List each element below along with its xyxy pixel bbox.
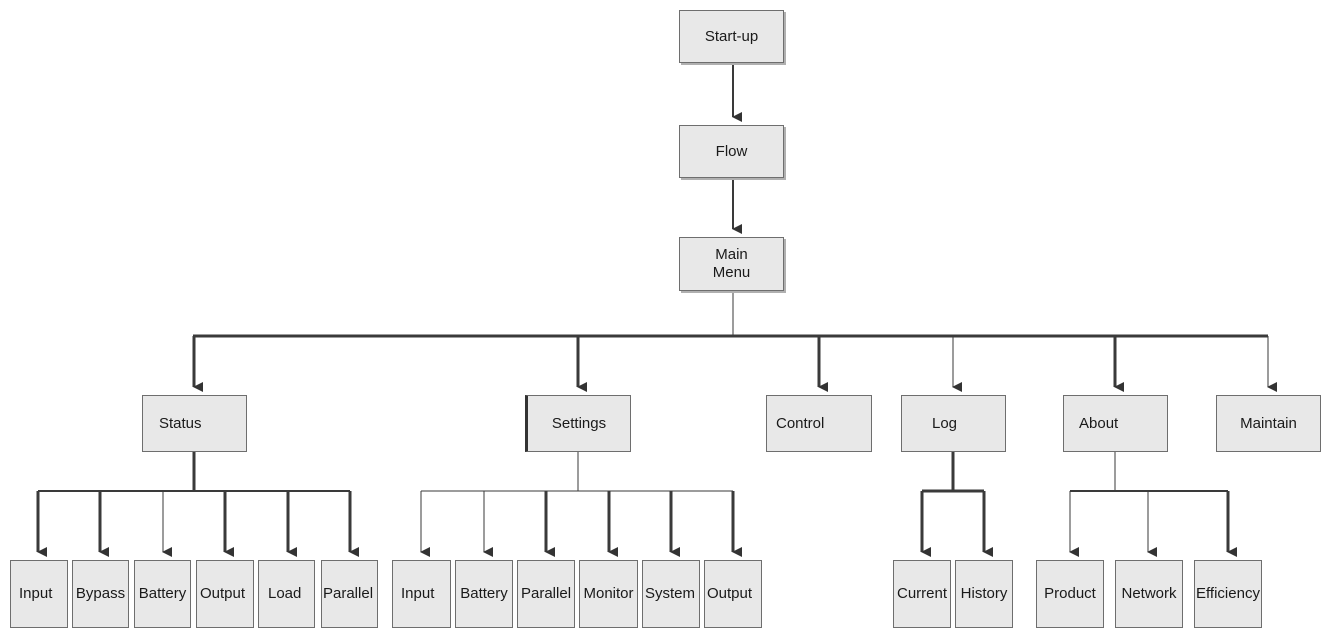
node-status-output-label: Output [200,585,246,602]
node-settings-output: Output [704,560,762,628]
node-settings: Settings [525,395,631,452]
node-about-label: About [1079,414,1119,432]
node-main-menu: Main Menu [679,237,784,291]
node-about-product: Product [1036,560,1104,628]
node-status-input-label: Input [19,585,53,602]
node-main-menu-label: Main Menu [712,246,751,281]
node-status-parallel: Parallel [321,560,378,628]
node-settings-system-label: System [645,585,696,602]
node-startup: Start-up [679,10,784,63]
node-about-network: Network [1115,560,1183,628]
node-status-load: Load [258,560,315,628]
node-about-product-label: Product [1044,585,1096,602]
node-about-efficiency: Efficiency [1194,560,1262,628]
node-settings-battery-label: Battery [460,585,508,602]
node-flow: Flow [679,125,784,178]
node-status-battery: Battery [134,560,191,628]
node-maintain-label: Maintain [1240,414,1297,432]
node-startup-label: Start-up [704,27,759,45]
node-control: Control [766,395,872,452]
node-log-current-label: Current [896,585,948,602]
node-log-label: Log [932,414,958,432]
node-settings-input-label: Input [401,585,435,602]
node-status-load-label: Load [268,585,302,602]
node-settings-monitor: Monitor [579,560,638,628]
node-log: Log [901,395,1006,452]
node-status-bypass: Bypass [72,560,129,628]
node-about: About [1063,395,1168,452]
node-settings-parallel: Parallel [517,560,575,628]
node-status-bypass-label: Bypass [75,585,126,602]
node-log-current: Current [893,560,951,628]
node-control-label: Control [776,414,825,432]
node-settings-input: Input [392,560,451,628]
node-flow-label: Flow [715,142,748,160]
node-settings-monitor-label: Monitor [583,585,634,602]
node-settings-parallel-label: Parallel [521,585,572,602]
node-log-history: History [955,560,1013,628]
node-status: Status [142,395,247,452]
node-status-parallel-label: Parallel [323,585,374,602]
node-status-output: Output [196,560,254,628]
node-log-history-label: History [960,585,1008,602]
node-settings-output-label: Output [707,585,753,602]
node-settings-battery: Battery [455,560,513,628]
node-settings-system: System [642,560,700,628]
node-status-label: Status [159,414,202,432]
node-about-efficiency-label: Efficiency [1196,585,1260,602]
node-settings-label: Settings [551,414,607,432]
node-maintain: Maintain [1216,395,1321,452]
node-status-battery-label: Battery [138,585,187,602]
node-about-network-label: Network [1121,585,1177,602]
node-status-input: Input [10,560,68,628]
